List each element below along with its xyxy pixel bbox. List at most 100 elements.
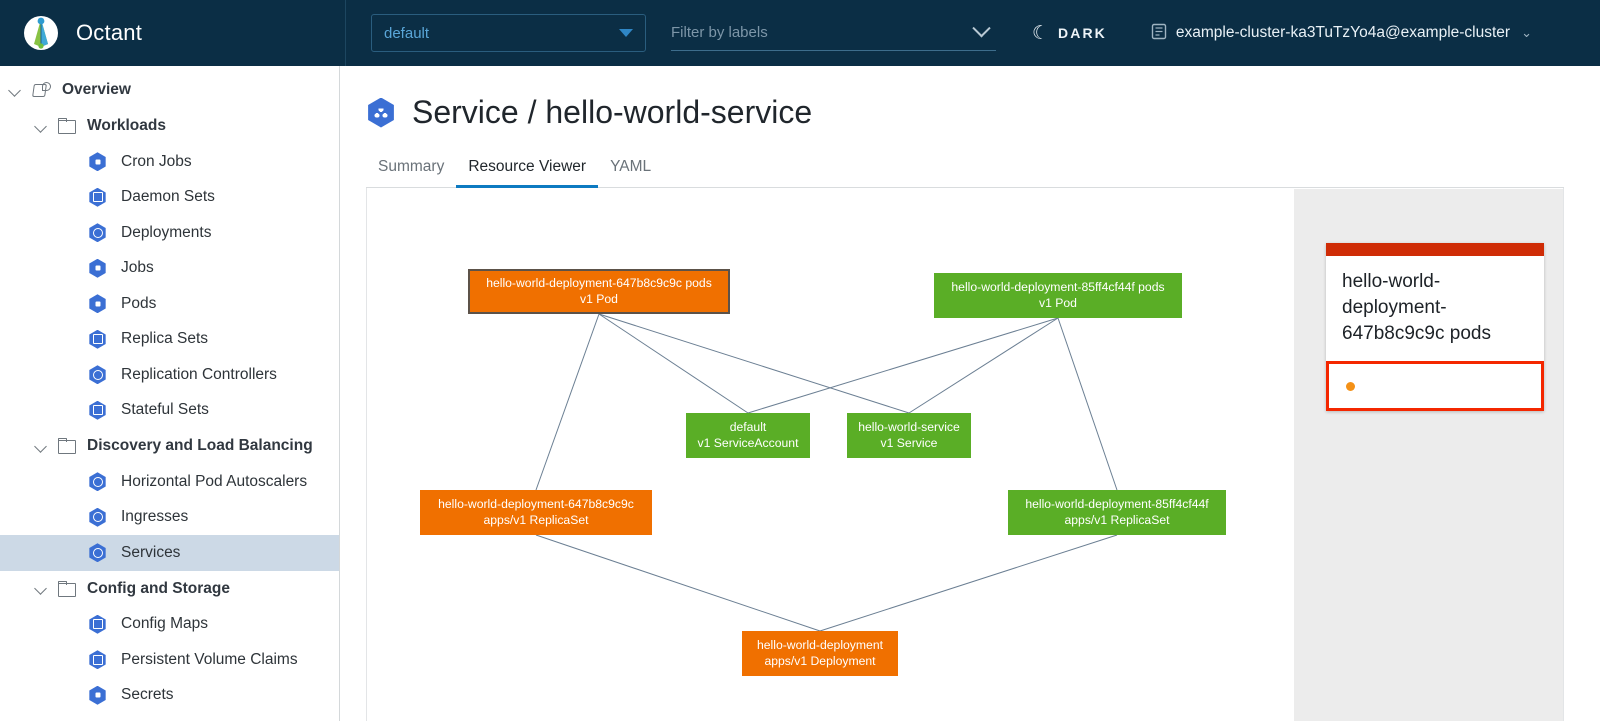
sidebar-item-stateful-sets[interactable]: Stateful Sets	[0, 393, 339, 429]
cluster-name: example-cluster-ka3TuTzYo4a@example-clus…	[1175, 24, 1511, 41]
label-filter-placeholder: Filter by labels	[671, 24, 768, 41]
sidebar-item-jobs[interactable]: Jobs	[0, 251, 339, 287]
sidebar-item-overview[interactable]: Overview	[0, 72, 339, 108]
node-title: hello-world-deployment	[757, 638, 883, 653]
sidebar-item-ingresses[interactable]: Ingresses	[0, 500, 339, 536]
sidebar-item-services[interactable]: Services	[0, 535, 339, 571]
sidebar-item-label: Replica Sets	[121, 330, 209, 348]
sidebar-item-discovery-and-load-balancing[interactable]: Discovery and Load Balancing	[0, 428, 339, 464]
tab-resource-viewer[interactable]: Resource Viewer	[456, 158, 599, 188]
k8s-configmap-icon	[89, 614, 106, 634]
cluster-icon	[1151, 23, 1167, 43]
sidebar-item-persistent-volume-claims[interactable]: Persistent Volume Claims	[0, 642, 339, 678]
tab-bar: Summary Resource Viewer YAML	[366, 153, 1600, 188]
detail-card-status-section[interactable]	[1326, 361, 1544, 412]
k8s-hpa-icon	[89, 472, 106, 492]
graph-edge	[747, 317, 1059, 414]
sidebar-item-label: Pods	[121, 294, 157, 312]
detail-card-title: hello-world-deployment-647b8c9c9c pods	[1342, 271, 1491, 344]
k8s-replicationcontroller-icon	[89, 365, 106, 385]
sidebar-item-label: Persistent Volume Claims	[121, 650, 298, 668]
dark-mode-label: DARK	[1058, 25, 1107, 41]
node-title: default	[729, 420, 767, 435]
node-title: hello-world-deployment-647b8c9c9c pods	[486, 276, 712, 291]
sidebar-item-pods[interactable]: Pods	[0, 286, 339, 322]
node-title: hello-world-deployment-647b8c9c9c	[438, 497, 634, 512]
sidebar-item-config-and-storage[interactable]: Config and Storage	[0, 571, 339, 607]
tab-yaml[interactable]: YAML	[610, 158, 652, 175]
sidebar-item-label: Overview	[62, 81, 131, 98]
graph-edge	[598, 313, 910, 414]
node-kind: v1 ServiceAccount	[697, 435, 799, 450]
k8s-replicaset-icon	[89, 329, 106, 349]
graph-edge	[535, 313, 600, 491]
node-title: hello-world-deployment-85ff4cf44f pods	[951, 280, 1165, 295]
graph-edge	[819, 534, 1118, 632]
header-divider	[345, 0, 346, 66]
sidebar-item-replication-controllers[interactable]: Replication Controllers	[0, 357, 339, 393]
sidebar-item-label: Jobs	[121, 259, 154, 277]
node-kind: v1 Pod	[1039, 295, 1077, 310]
sidebar-item-deployments[interactable]: Deployments	[0, 215, 339, 251]
k8s-service-icon	[368, 97, 394, 128]
folder-icon	[58, 438, 76, 454]
node-title: hello-world-deployment-85ff4cf44f	[1025, 497, 1209, 512]
overview-icon	[32, 81, 51, 99]
node-kind: apps/v1 Deployment	[764, 653, 876, 668]
sidebar-item-label: Services	[121, 543, 181, 561]
app-header: Octant default Filter by labels ☾ DARK e…	[0, 0, 1600, 66]
sidebar-item-secrets[interactable]: Secrets	[0, 678, 339, 714]
chevron-down-icon[interactable]	[34, 439, 49, 454]
chevron-down-icon: ⌄	[1521, 25, 1532, 40]
resource-graph[interactable]: hello-world-deployment-647b8c9c9c pods v1…	[367, 188, 1563, 721]
sidebar-item-daemon-sets[interactable]: Daemon Sets	[0, 180, 339, 216]
k8s-statefulset-icon	[89, 400, 106, 420]
sidebar-item-horizontal-pod-autoscalers[interactable]: Horizontal Pod Autoscalers	[0, 464, 339, 500]
sidebar-item-cron-jobs[interactable]: Cron Jobs	[0, 144, 339, 180]
sidebar-item-label: Horizontal Pod Autoscalers	[121, 472, 308, 490]
brand[interactable]: Octant	[0, 0, 345, 66]
sidebar-item-label: Discovery and Load Balancing	[87, 437, 313, 454]
k8s-service-icon	[89, 543, 106, 563]
node-kind: apps/v1 ReplicaSet	[483, 512, 589, 527]
sidebar-item-label: Config Maps	[121, 615, 209, 633]
tab-summary[interactable]: Summary	[378, 158, 445, 175]
label-filter-input[interactable]: Filter by labels	[671, 15, 996, 51]
namespace-value: default	[384, 24, 430, 42]
sidebar-item-label: Deployments	[121, 223, 212, 241]
sidebar-item-label: Cron Jobs	[121, 152, 192, 170]
chevron-down-icon[interactable]	[34, 119, 49, 134]
sidebar-item-workloads[interactable]: Workloads	[0, 108, 339, 144]
k8s-pvc-icon	[89, 650, 106, 670]
sidebar-item-label: Config and Storage	[87, 579, 230, 597]
graph-edges	[535, 313, 1118, 632]
detail-card-accent-bar	[1326, 243, 1544, 256]
folder-icon	[58, 118, 76, 134]
node-title: hello-world-service	[858, 420, 960, 435]
sidebar-item-replica-sets[interactable]: Replica Sets	[0, 322, 339, 358]
sidebar-item-label: Workloads	[87, 117, 166, 134]
chevron-down-icon[interactable]	[8, 83, 23, 98]
detail-card[interactable]: hello-world-deployment-647b8c9c9c pods	[1326, 243, 1544, 412]
k8s-job-icon	[89, 258, 106, 278]
sidebar-item-label: Stateful Sets	[121, 401, 209, 419]
k8s-cronjob-icon	[89, 152, 106, 172]
cluster-selector[interactable]: example-cluster-ka3TuTzYo4a@example-clus…	[1151, 23, 1532, 43]
dark-mode-toggle[interactable]: ☾ DARK	[1032, 24, 1107, 43]
brand-name: Octant	[76, 20, 143, 45]
k8s-deployment-icon	[89, 223, 106, 243]
folder-icon	[58, 580, 76, 597]
graph-edge	[535, 534, 821, 632]
chevron-down-icon[interactable]	[34, 581, 49, 596]
namespace-select[interactable]: default	[371, 14, 646, 52]
graph-edge	[1057, 317, 1118, 491]
sidebar-item-config-maps[interactable]: Config Maps	[0, 607, 339, 643]
